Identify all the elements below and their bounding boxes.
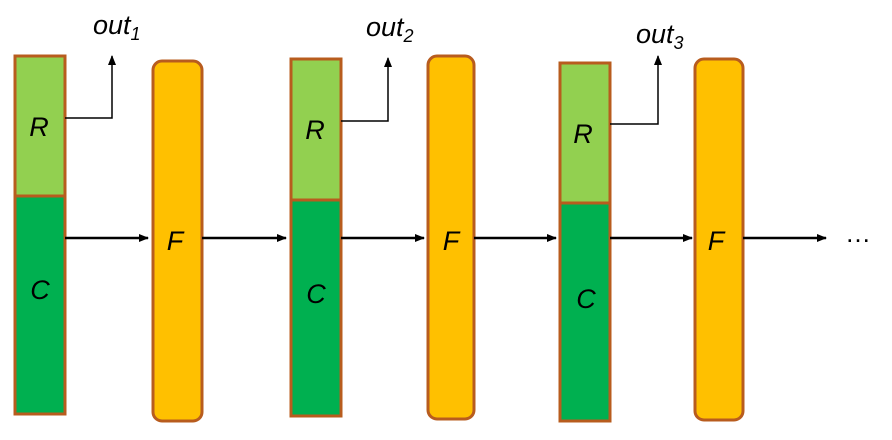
output-label: out3 (636, 19, 684, 53)
output-label-base: out (93, 10, 132, 40)
c-label: C (306, 279, 326, 309)
output-label-base: out (636, 19, 675, 49)
c-block (13, 194, 67, 416)
stage-2: R C out2 F (289, 12, 557, 421)
c-label: C (30, 275, 50, 305)
c-label: C (576, 284, 596, 314)
output-connector (341, 57, 392, 122)
output-label-base: out (366, 12, 405, 42)
c-block (289, 198, 343, 418)
output-label: out2 (366, 12, 414, 46)
r-label: R (573, 119, 593, 149)
output-label-subscript: 2 (403, 26, 414, 46)
c-block (558, 201, 612, 423)
f-label: F (708, 226, 726, 256)
continuation-ellipsis: … (845, 218, 871, 248)
stage-1: R C out1 F (13, 10, 287, 423)
output-label-subscript: 1 (131, 24, 141, 44)
output-label-subscript: 3 (674, 33, 684, 53)
r-label: R (305, 115, 325, 145)
f-block (151, 59, 204, 423)
f-label: F (443, 226, 461, 256)
output-connector (65, 55, 116, 119)
r-block (558, 61, 612, 205)
stage-3: R C out3 F (558, 19, 827, 423)
output-connector (610, 55, 662, 125)
output-label: out1 (93, 10, 141, 44)
f-block (693, 57, 745, 422)
r-label: R (29, 112, 49, 142)
f-label: F (167, 226, 185, 256)
